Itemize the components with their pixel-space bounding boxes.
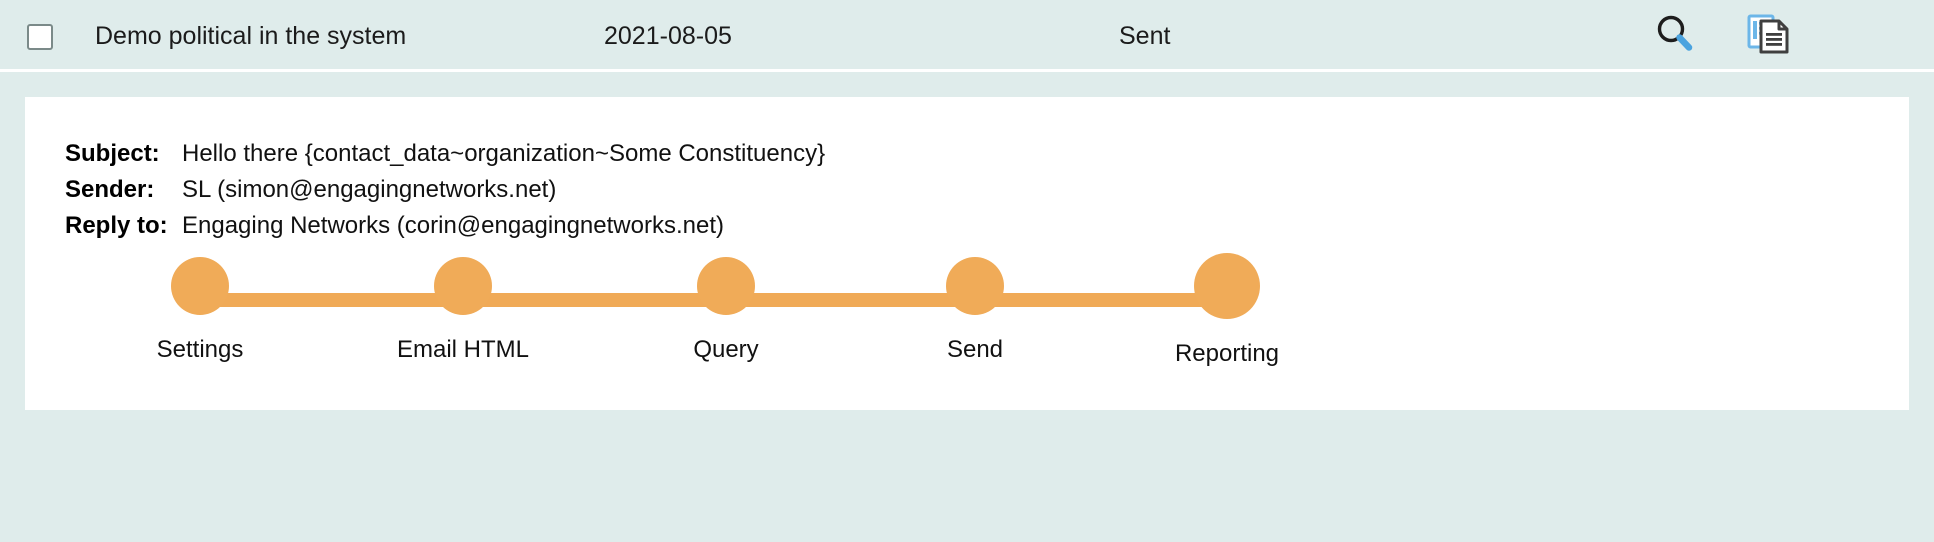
email-meta-block: Subject: Hello there {contact_data~organ… — [65, 140, 825, 248]
search-icon[interactable] — [1652, 12, 1696, 61]
email-list-row[interactable]: Demo political in the system 2021-08-05 … — [0, 0, 1934, 72]
step-label-settings: Settings — [156, 336, 244, 363]
step-reporting[interactable]: Reporting — [1147, 253, 1307, 368]
reply-to-label: Reply to: — [65, 212, 168, 239]
meta-row-reply-to: Reply to: Engaging Networks (corin@engag… — [65, 212, 825, 248]
step-dot-query[interactable] — [697, 257, 755, 315]
meta-row-sender: Sender: SL (simon@engagingnetworks.net) — [65, 176, 825, 212]
copy-button[interactable] — [1740, 8, 1796, 64]
email-title: Demo political in the system — [95, 22, 407, 50]
step-label-reporting: Reporting — [1174, 340, 1280, 367]
step-label-send: Send — [946, 336, 1004, 363]
step-dot-send[interactable] — [946, 257, 1004, 315]
step-dot-reporting[interactable] — [1194, 253, 1260, 319]
workflow-stepper: Settings Email HTML Query Send Reporting — [85, 253, 1279, 387]
subject-label: Subject: — [65, 140, 160, 167]
step-dot-email-html[interactable] — [434, 257, 492, 315]
email-detail-panel: Subject: Hello there {contact_data~organ… — [25, 97, 1909, 410]
email-status: Sent — [1119, 22, 1171, 50]
step-email-html[interactable]: Email HTML — [383, 257, 543, 364]
row-actions — [1646, 8, 1796, 64]
step-label-email-html: Email HTML — [396, 336, 529, 363]
meta-row-subject: Subject: Hello there {contact_data~organ… — [65, 140, 825, 176]
step-query[interactable]: Query — [646, 257, 806, 364]
step-label-query: Query — [693, 336, 759, 363]
step-send[interactable]: Send — [895, 257, 1055, 364]
email-date: 2021-08-05 — [604, 22, 732, 50]
copy-icon[interactable] — [1745, 11, 1791, 62]
reply-to-value: Engaging Networks (corin@engagingnetwork… — [182, 212, 724, 239]
sender-value: SL (simon@engagingnetworks.net) — [182, 176, 557, 203]
sender-label: Sender: — [65, 176, 155, 203]
search-button[interactable] — [1646, 8, 1702, 64]
step-dot-settings[interactable] — [171, 257, 229, 315]
subject-value: Hello there {contact_data~organization~S… — [182, 140, 826, 167]
row-select-checkbox[interactable] — [27, 24, 53, 50]
step-settings[interactable]: Settings — [120, 257, 280, 364]
